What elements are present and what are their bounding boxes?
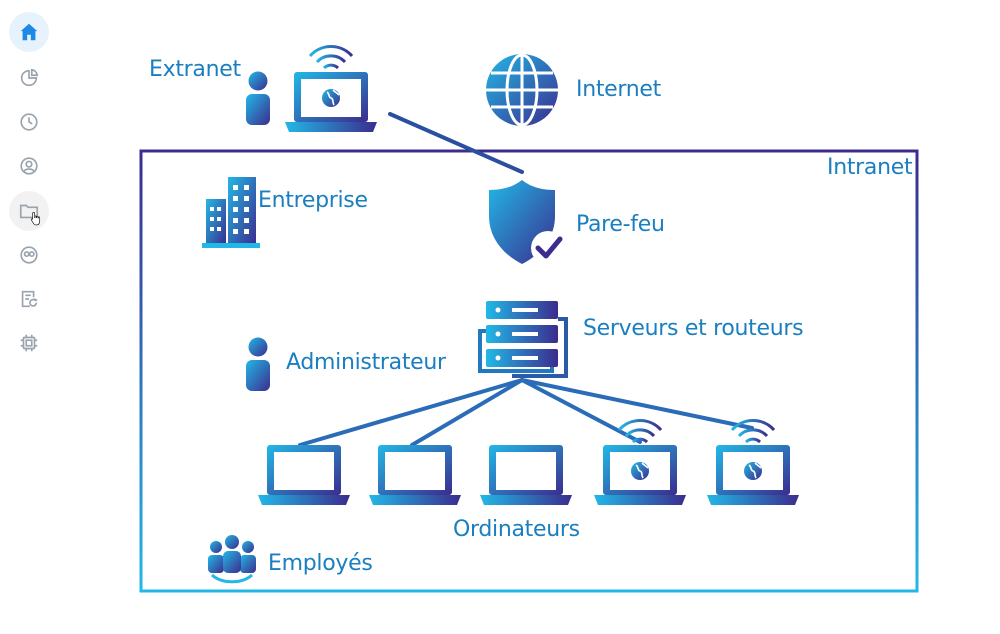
label-serveurs-routeurs: Serveurs et routeurs — [583, 316, 804, 341]
folder-icon — [19, 204, 39, 219]
employees-group-icon — [208, 535, 256, 584]
wifi-icon — [308, 45, 354, 70]
home-icon — [20, 23, 38, 41]
building-icon — [202, 177, 260, 248]
label-entreprise: Entreprise — [258, 188, 368, 213]
firewall-shield-icon — [489, 180, 565, 265]
label-internet: Internet — [576, 77, 661, 102]
connection-lines — [298, 112, 754, 447]
user-circle-icon — [20, 157, 38, 175]
computer-4-icon — [594, 445, 686, 505]
sidebar-item-history[interactable] — [9, 102, 49, 142]
document-refresh-icon — [21, 290, 38, 308]
wifi-icon — [730, 419, 776, 444]
extranet-link — [388, 112, 524, 174]
hand-cursor-icon — [30, 211, 41, 226]
label-extranet: Extranet — [149, 57, 241, 82]
link-computer-1 — [298, 378, 524, 447]
label-pare-feu: Pare-feu — [576, 212, 665, 237]
extranet-laptop-icon — [285, 72, 377, 132]
sidebar-item-reports[interactable] — [9, 58, 49, 98]
link-computer-4 — [520, 378, 642, 444]
sidebar — [0, 0, 58, 634]
sidebar-item-home[interactable] — [9, 12, 49, 52]
clock-icon — [20, 113, 38, 131]
wifi-icon — [617, 419, 663, 444]
sidebar-item-profile[interactable] — [9, 146, 49, 186]
sidebar-item-devices[interactable] — [9, 323, 49, 363]
computer-1-icon — [258, 445, 350, 505]
extranet-user-icon — [246, 71, 270, 125]
label-ordinateurs: Ordinateurs — [453, 517, 580, 542]
label-administrateur: Administrateur — [286, 350, 446, 375]
computer-3-icon — [480, 445, 572, 505]
sidebar-item-teams[interactable] — [9, 235, 49, 275]
pie-chart-icon — [20, 68, 39, 87]
link-computer-5 — [520, 378, 754, 430]
intranet-boundary — [139, 149, 919, 593]
label-employes: Employés — [268, 551, 373, 576]
chip-icon — [20, 334, 38, 352]
link-computer-2 — [410, 378, 524, 447]
administrator-user-icon — [246, 337, 270, 391]
label-intranet: Intranet — [827, 155, 913, 180]
computer-2-icon — [369, 445, 461, 505]
computer-5-icon — [707, 445, 799, 505]
sidebar-item-files[interactable] — [9, 191, 49, 231]
server-stack-icon — [478, 301, 568, 378]
internet-globe-icon — [486, 53, 558, 127]
sidebar-item-documents[interactable] — [9, 279, 49, 319]
users-group-icon — [20, 246, 38, 264]
